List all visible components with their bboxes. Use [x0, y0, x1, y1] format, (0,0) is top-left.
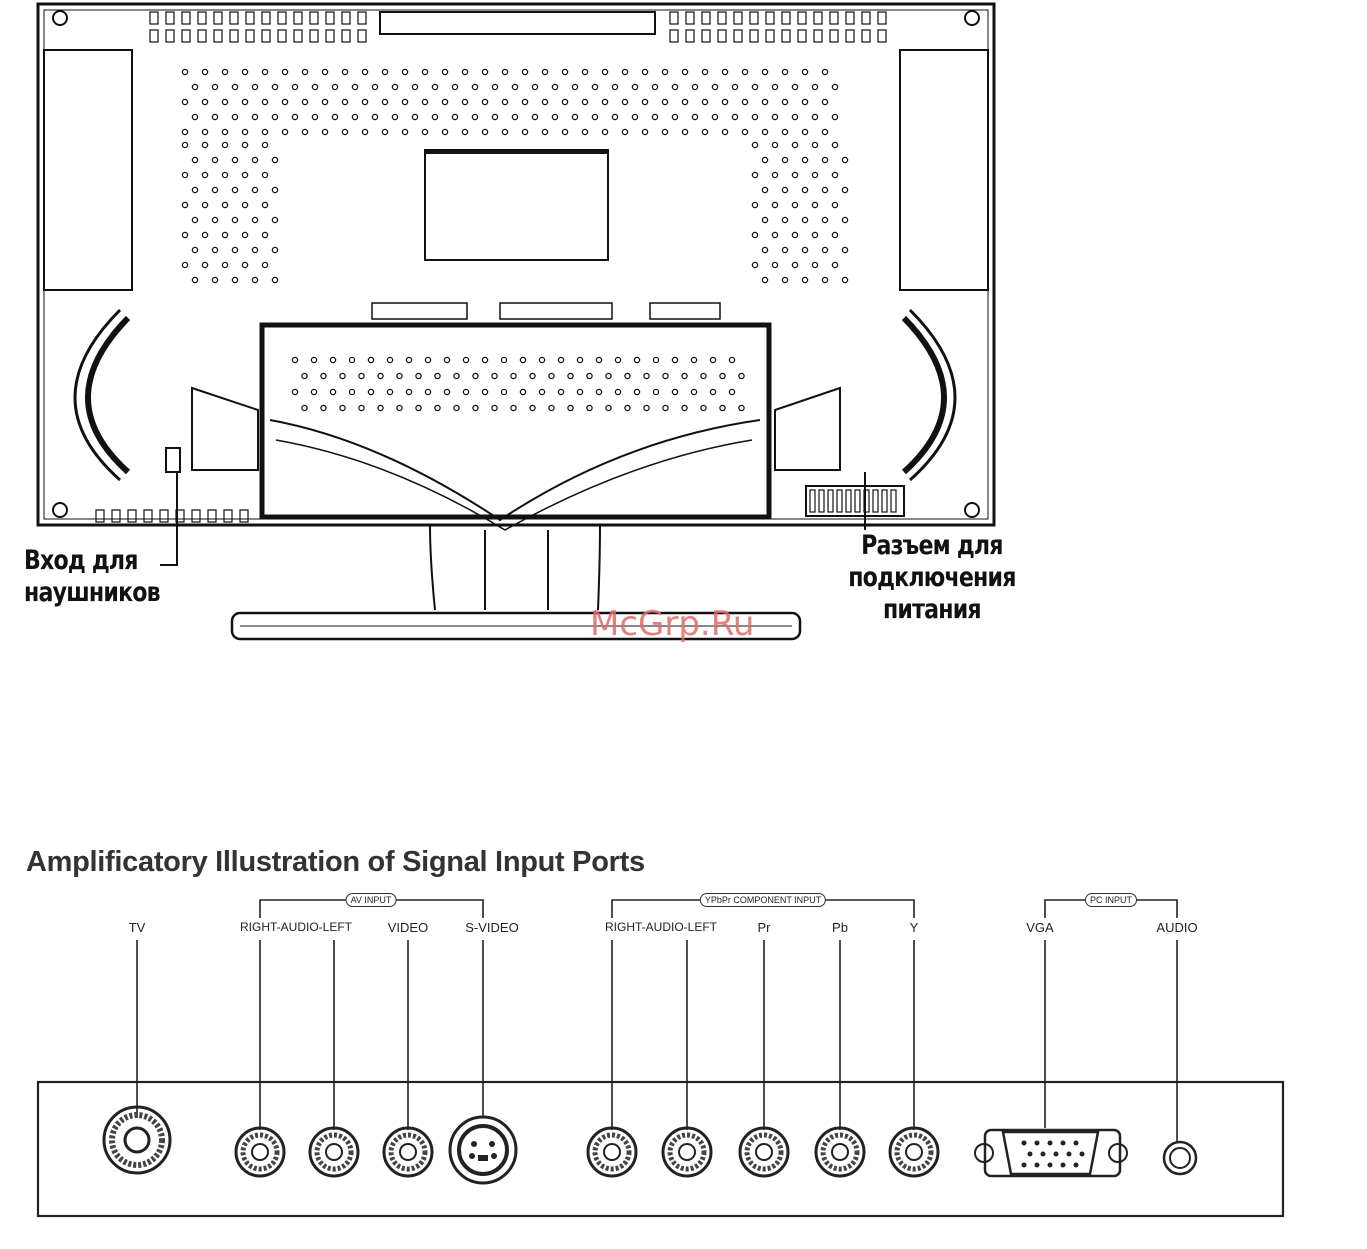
av-audio-left-port: [310, 1128, 358, 1176]
component-audio-right-port: [588, 1128, 636, 1176]
power-label-line-2: подключения: [846, 562, 1018, 594]
group-label-pc-input: PC INPUT: [1085, 893, 1137, 907]
monitor-rear-view: [0, 0, 1367, 650]
pb-port: [816, 1128, 864, 1176]
component-audio-left-port: [663, 1128, 711, 1176]
ports-panel: [0, 880, 1367, 1240]
group-label-av-input: AV INPUT: [346, 893, 397, 907]
headphone-jack-label: Вход для наушников: [24, 545, 160, 609]
group-label-component-input: YPbPr COMPONENT INPUT: [700, 893, 826, 907]
tv-coax-port: [104, 1107, 170, 1173]
headphone-label-line-1: Вход для: [24, 545, 160, 577]
pr-port: [740, 1128, 788, 1176]
power-label-line-1: Разъем для: [846, 530, 1018, 562]
power-label-line-3: питания: [846, 594, 1018, 626]
watermark: McGrp.Ru: [590, 604, 754, 644]
video-port: [384, 1128, 432, 1176]
power-connector-label: Разъем для подключения питания: [846, 530, 1018, 626]
av-audio-right-port: [236, 1128, 284, 1176]
s-video-port: [450, 1117, 516, 1183]
ports-diagram-title: Amplificatory Illustration of Signal Inp…: [26, 846, 645, 879]
headphone-label-line-2: наушников: [24, 577, 160, 609]
y-port: [890, 1128, 938, 1176]
vga-port: [975, 1130, 1127, 1176]
pc-audio-port: [1164, 1142, 1196, 1174]
